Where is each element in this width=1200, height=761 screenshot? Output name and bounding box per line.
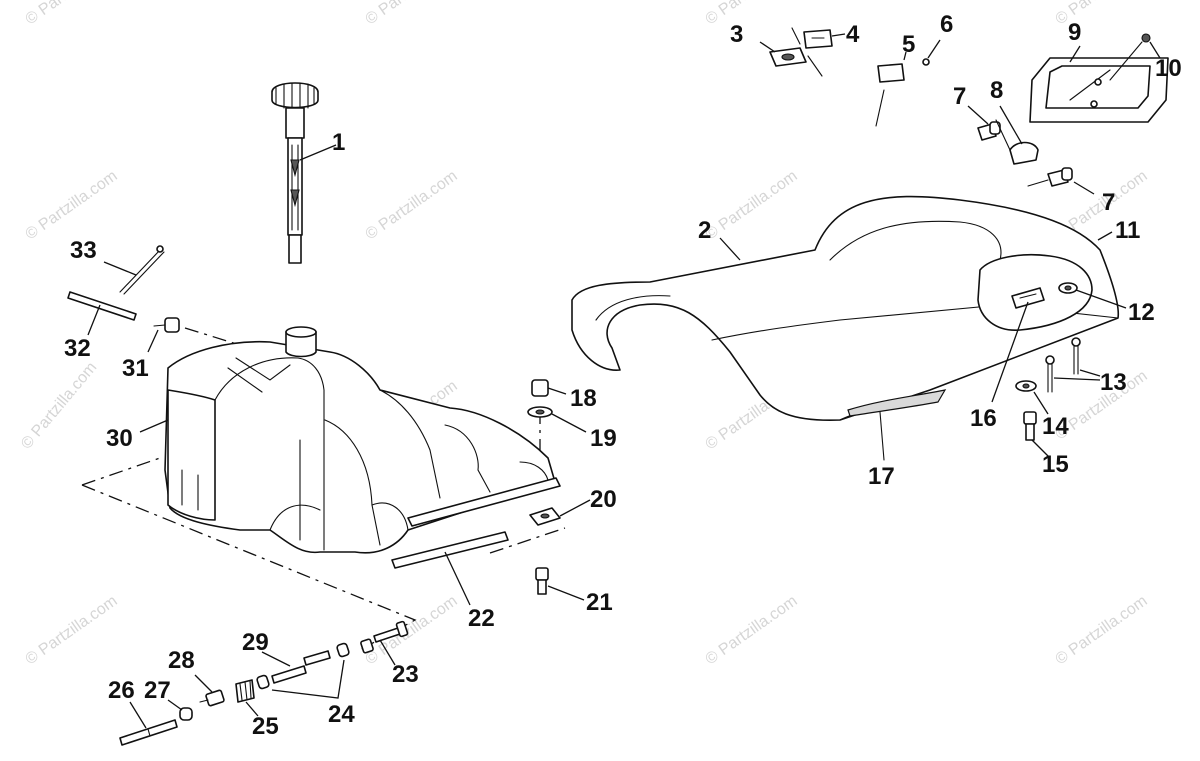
callout-13: 13 — [1100, 369, 1127, 396]
bumper-7-lower — [1027, 167, 1095, 195]
grommet — [531, 379, 567, 397]
callout-4: 4 — [846, 21, 860, 48]
callout-7-lower: 7 — [1102, 189, 1115, 216]
taillight-housing — [1029, 45, 1169, 123]
callout-6: 6 — [940, 11, 953, 38]
callout-7-upper: 7 — [953, 83, 966, 110]
callout-27: 27 — [144, 677, 171, 704]
callout-21: 21 — [586, 589, 613, 616]
callout-25: 25 — [252, 713, 279, 740]
callout-17: 17 — [868, 463, 895, 490]
pad — [529, 499, 591, 526]
latch-plate-4 — [803, 29, 846, 49]
callout-12: 12 — [1128, 299, 1155, 326]
mounting-strip — [391, 531, 509, 606]
callout-8: 8 — [990, 77, 1003, 104]
callout-26: 26 — [108, 677, 135, 704]
latch-plate-3 — [759, 27, 823, 77]
watermark: © Partzilla.com — [703, 168, 801, 244]
watermark: © Partzilla.com — [23, 593, 121, 669]
watermark: © Partzilla.com — [703, 593, 801, 669]
bolt-15 — [1023, 411, 1049, 457]
callout-15: 15 — [1042, 451, 1069, 478]
watermark: © Partzilla.com — [1053, 593, 1151, 669]
screw-6 — [922, 39, 941, 66]
watermark: © Partzilla.com — [363, 593, 461, 669]
bumper-7-upper — [967, 105, 1001, 141]
callout-24: 24 — [328, 701, 355, 728]
bolt-21 — [535, 567, 585, 601]
callout-30: 30 — [106, 425, 133, 452]
callout-1: 1 — [332, 129, 345, 156]
callout-31: 31 — [122, 355, 149, 382]
callout-22: 22 — [468, 605, 495, 632]
callout-28: 28 — [168, 647, 195, 674]
callout-5: 5 — [902, 31, 915, 58]
seat-pins-13 — [1045, 337, 1101, 393]
fuel-fitting-28 — [194, 674, 225, 707]
callout-16: 16 — [970, 405, 997, 432]
rod — [67, 291, 137, 336]
callout-11: 11 — [1115, 217, 1140, 244]
callout-33: 33 — [70, 237, 97, 264]
callout-20: 20 — [590, 486, 617, 513]
watermark: © Partzilla.com — [18, 359, 100, 453]
watermark: © Partzilla.com — [703, 0, 801, 28]
washer-14 — [1015, 380, 1049, 415]
hose-clamps-24 — [256, 642, 350, 699]
vent-fitting — [147, 317, 180, 353]
callout-18: 18 — [570, 385, 597, 412]
screw-10 — [1109, 33, 1161, 81]
bulb-8 — [995, 105, 1039, 165]
fuel-filler-neck — [271, 82, 337, 264]
watermark: © Partzilla.com — [23, 0, 121, 28]
seat-grommet-12 — [1058, 282, 1127, 309]
watermark: © Partzilla.com — [363, 0, 461, 28]
bracket-5 — [875, 51, 907, 127]
callout-2: 2 — [698, 217, 711, 244]
hose-connector-23 — [360, 620, 409, 666]
watermark: © Partzilla.com — [363, 168, 461, 244]
watermark: © Partzilla.com — [23, 168, 121, 244]
callout-10: 10 — [1155, 55, 1182, 82]
spring-clamp — [235, 679, 259, 717]
seat-base-17 — [879, 411, 885, 461]
callout-23: 23 — [392, 661, 419, 688]
callout-32: 32 — [64, 335, 91, 362]
fuel-tank — [139, 326, 561, 554]
ring-27 — [167, 699, 193, 721]
hose-26 — [119, 701, 178, 746]
seat-latch-16 — [991, 287, 1045, 403]
callout-29: 29 — [242, 629, 269, 656]
callout-14: 14 — [1042, 413, 1069, 440]
callout-9: 9 — [1068, 19, 1081, 46]
callout-labels: 1 2 3 4 5 6 7 8 9 10 7 11 12 13 14 15 16… — [64, 11, 1182, 740]
callout-3: 3 — [730, 21, 743, 48]
callout-19: 19 — [590, 425, 617, 452]
fuel-hose-29 — [261, 650, 331, 684]
vent-strap — [103, 245, 165, 295]
washer-19 — [527, 406, 587, 433]
